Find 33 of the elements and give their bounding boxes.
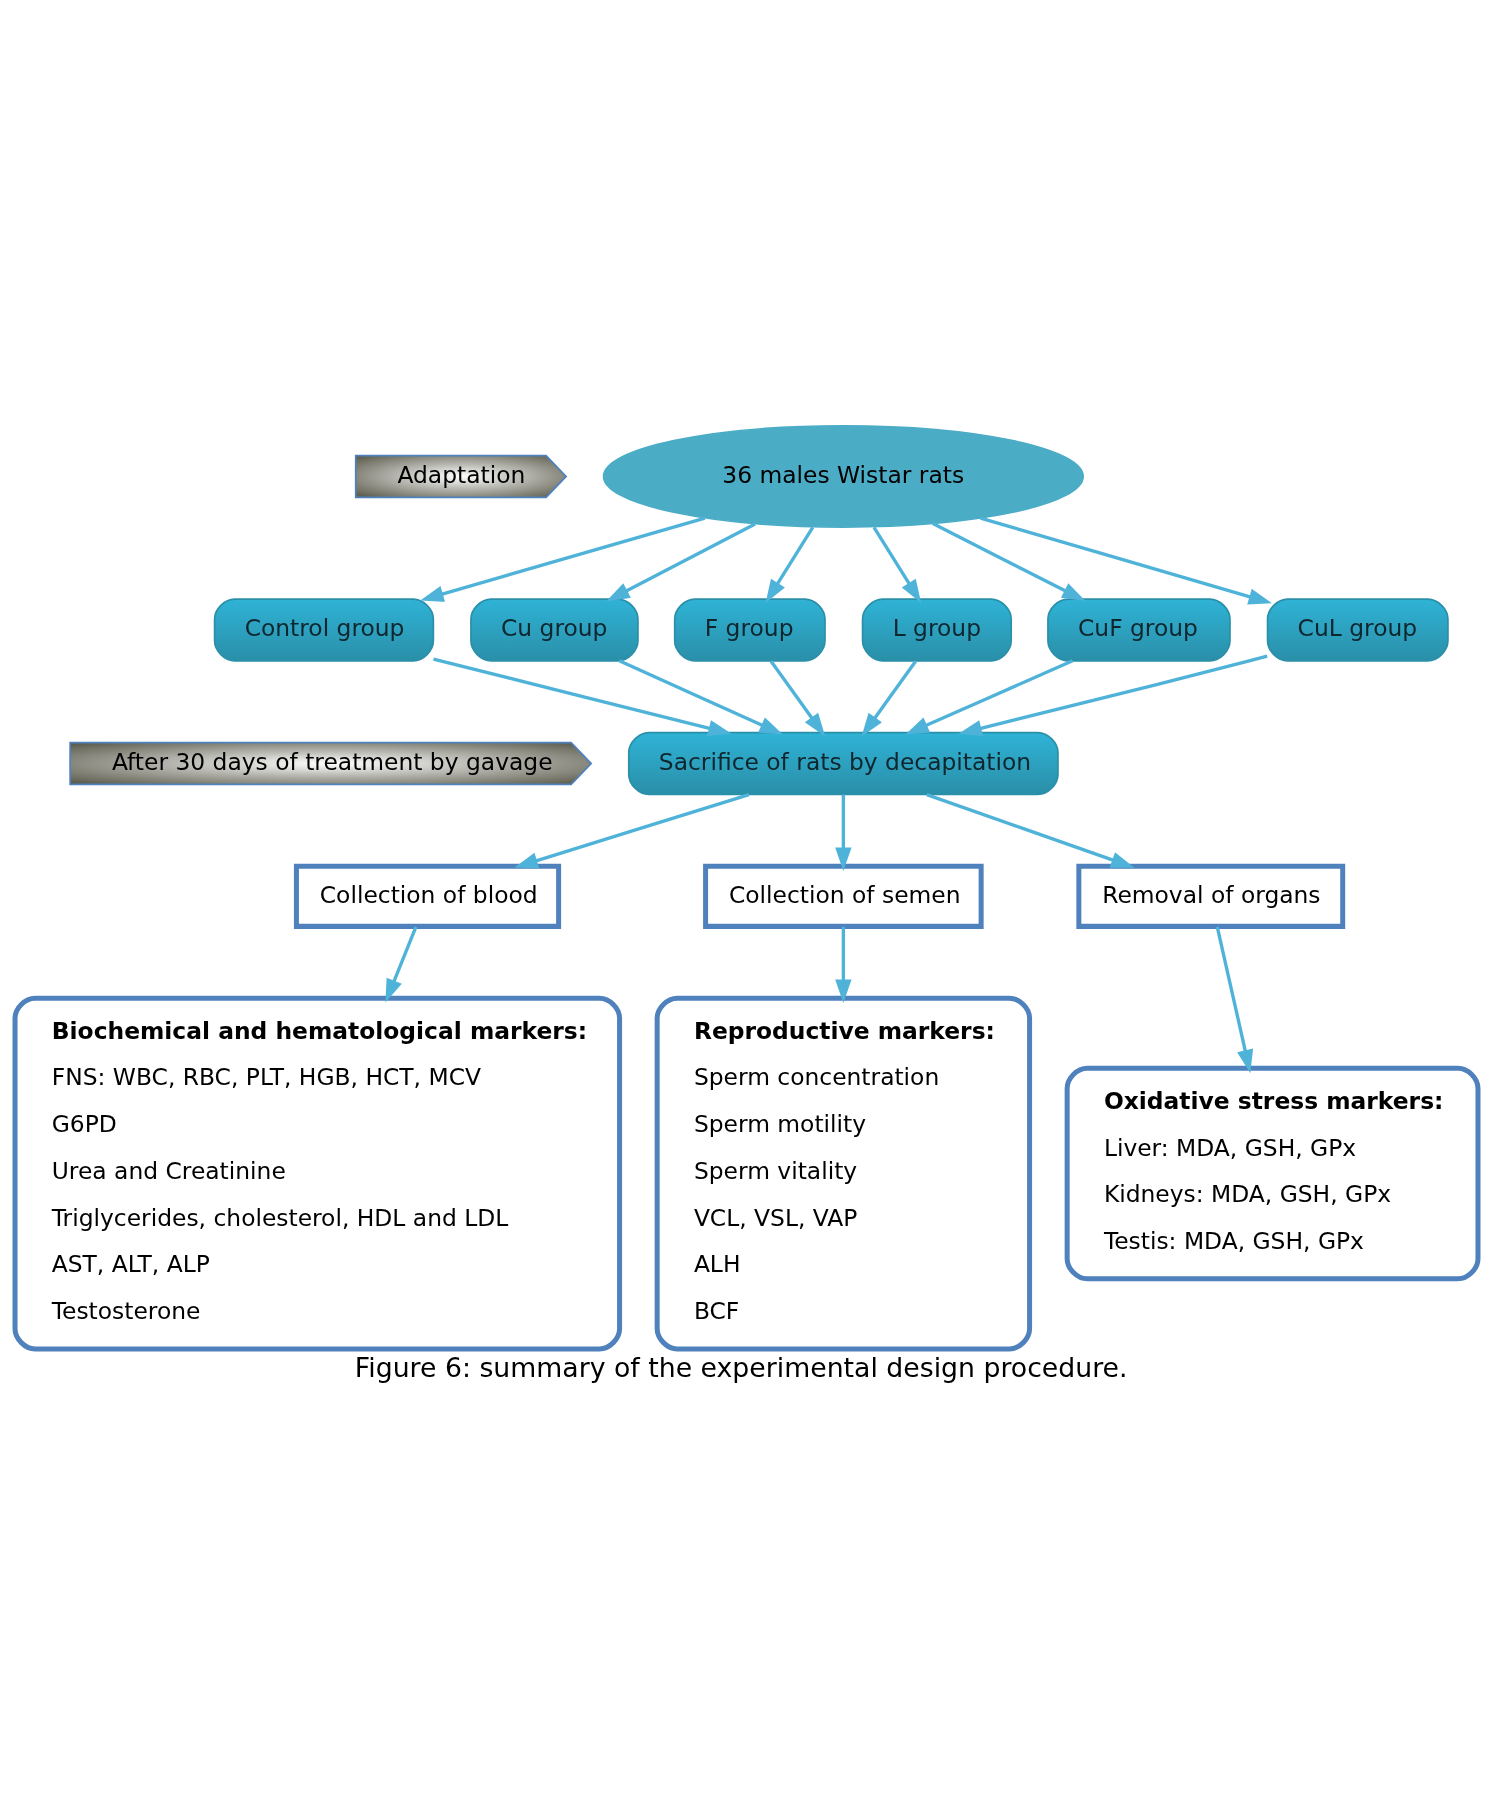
node-box: CuL group: [1266, 598, 1449, 662]
node-box: CuF group: [1047, 598, 1231, 662]
arrow: [926, 793, 1135, 868]
node-box: Removal of organs: [1076, 863, 1346, 929]
node-box: F group: [673, 598, 826, 662]
node-box: Collection of semen: [703, 863, 984, 929]
arrow: [861, 660, 917, 737]
arrow: [514, 793, 750, 869]
node-box: Sacrifice of rats by decapitation: [627, 731, 1059, 796]
arrow: [765, 526, 815, 603]
arrow: [980, 516, 1272, 605]
arrow: [905, 659, 1074, 735]
arrow: [618, 659, 783, 735]
caption: Figure 6: summary of the experimental design procedure.: [354, 1351, 1128, 1383]
node-box: Biochemical and hematological markers: FNS: WBC, RBC, PLT, HGB, HCT, MCV G6PD Urea and Creatinine Triglycerides, cholesterol, HDL and LDL AST, ALT, ALP Testosterone: [12, 995, 623, 1352]
node-box: Cu group: [470, 598, 639, 662]
node-box: Control group: [213, 598, 435, 662]
arrow: [385, 926, 418, 1003]
arrow: [872, 526, 922, 604]
node-box: Oxidative stress markers: Liver: MDA, GSH, GPx Kidneys: MDA, GSH, GPx Testis: MDA, GSH, GPx: [1064, 1065, 1481, 1282]
arrow: [932, 522, 1086, 602]
node-box: L group: [861, 598, 1013, 662]
arrow: [606, 522, 756, 602]
arrow: [958, 654, 1268, 737]
node-box: Reproductive markers: Sperm concentration Sperm motility Sperm vitality VCL, VSL, VAP ALH BCF: [654, 995, 1033, 1352]
arrow: [420, 516, 706, 602]
arrow: [835, 794, 852, 871]
arrow: [769, 660, 826, 737]
node-ellipse: 36 males Wistar rats: [602, 425, 1084, 528]
node-box: Collection of blood: [293, 863, 562, 929]
arrow: [835, 926, 852, 1003]
arrow: [433, 657, 732, 737]
arrow: [1215, 926, 1254, 1074]
